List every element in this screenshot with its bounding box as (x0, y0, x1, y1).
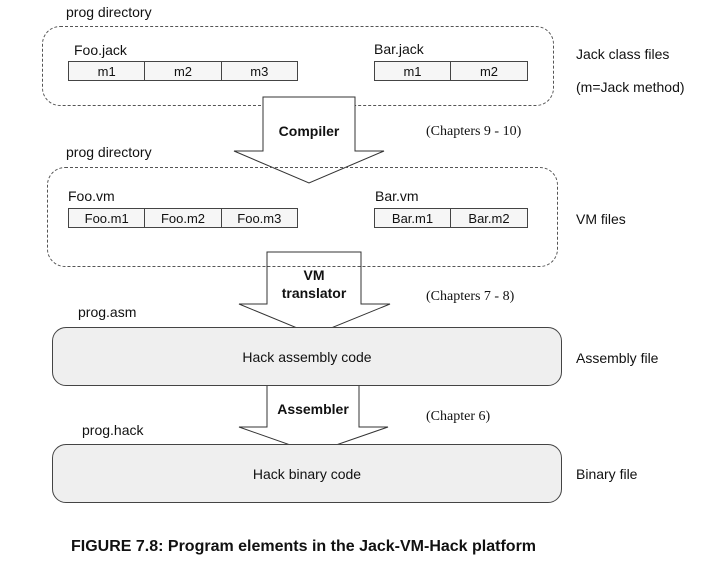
assembler-chapters: (Chapter 6) (426, 409, 491, 424)
bar-jack-label: Bar.jack (374, 41, 424, 57)
translator-arrow (238, 251, 391, 336)
foo-vm-method: Foo.m1 (69, 209, 146, 227)
foo-jack-methods: m1 m2 m3 (68, 61, 298, 81)
foo-vm-label: Foo.vm (68, 188, 115, 204)
translator-label-line1: VM (303, 267, 325, 283)
foo-vm-methods: Foo.m1 Foo.m2 Foo.m3 (68, 208, 298, 228)
binary-code-box: Hack binary code (52, 444, 562, 503)
vm-dir-label: prog directory (66, 144, 152, 160)
foo-vm-method: Foo.m2 (145, 209, 222, 227)
binary-file-label: Binary file (576, 466, 638, 482)
binary-code-text: Hack binary code (252, 465, 362, 482)
hack-file-label: prog.hack (82, 422, 144, 438)
assembler-label: Assembler (277, 401, 349, 417)
bar-jack-method: m2 (479, 63, 499, 79)
figure-caption: FIGURE 7.8: Program elements in the Jack… (71, 538, 537, 555)
foo-jack-label: Foo.jack (74, 42, 127, 58)
assembly-code-text: Hack assembly code (242, 348, 372, 365)
vm-files-label: VM files (576, 211, 626, 227)
vm-directory-box (47, 167, 558, 267)
jack-class-files-label: Jack class files (576, 46, 670, 62)
jack-method-note: (m=Jack method) (576, 79, 685, 95)
translator-chapters: (Chapters 7 - 8) (426, 289, 515, 304)
translator-label-line2: translator (281, 285, 347, 301)
bar-vm-label: Bar.vm (375, 188, 419, 204)
foo-jack-method: m1 (69, 62, 146, 80)
compiler-chapters: (Chapters 9 - 10) (426, 124, 522, 139)
bar-vm-methods: Bar.m1 Bar.m2 (374, 208, 528, 228)
compiler-label: Compiler (278, 123, 340, 139)
jack-dir-label: prog directory (66, 4, 152, 20)
bar-vm-method: Bar.m1 (375, 209, 451, 227)
bar-jack-method: m1 (375, 62, 451, 80)
foo-vm-method: Foo.m3 (237, 210, 282, 226)
foo-jack-method: m3 (250, 63, 269, 79)
bar-jack-methods: m1 m2 (374, 61, 528, 81)
asm-file-label: prog.asm (78, 304, 137, 320)
foo-jack-method: m2 (145, 62, 222, 80)
assembly-file-label: Assembly file (576, 350, 659, 366)
bar-vm-method: Bar.m2 (468, 210, 510, 226)
assembly-code-box: Hack assembly code (52, 327, 562, 386)
